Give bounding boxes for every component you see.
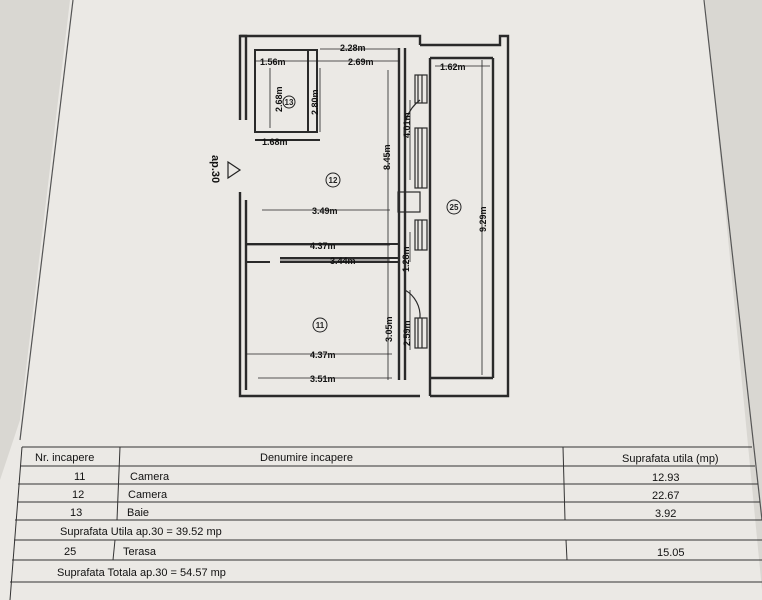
- apartment-label: ap.30: [209, 155, 221, 183]
- dim-9-29: 9.29m: [478, 206, 488, 232]
- dim-8-45: 8.45m: [382, 144, 392, 170]
- dim-1-28: 1.28m: [401, 246, 411, 272]
- usable-area-subtotal: Suprafata Utila ap.30 = 39.52 mp: [60, 526, 222, 538]
- dim-3-44: 3.44m: [330, 256, 356, 266]
- row-11-number: 11: [74, 471, 85, 483]
- dim-3-05: 3.05m: [384, 316, 394, 342]
- dim-2-59: 2.59m: [402, 320, 412, 346]
- dim-2-68: 2.68m: [274, 86, 284, 112]
- row-13-area: 3.92: [655, 508, 676, 520]
- dim-4-37-top: 4.37m: [310, 241, 336, 251]
- dim-2-69: 2.69m: [348, 57, 374, 67]
- header-room-number: Nr. incapere: [35, 452, 94, 464]
- room-25-marker: [446, 199, 462, 215]
- room-13-marker: [282, 95, 296, 109]
- room-11-number: 11: [316, 321, 325, 330]
- row-12-area: 22.67: [652, 490, 680, 502]
- dim-4-37-bottom: 4.37m: [310, 350, 336, 360]
- dim-2-28: 2.28m: [340, 43, 366, 53]
- room-11-marker: [312, 317, 328, 333]
- dim-3-49: 3.49m: [312, 206, 338, 216]
- total-area: Suprafata Totala ap.30 = 54.57 mp: [57, 567, 226, 579]
- dimension-lines: [246, 48, 490, 380]
- dim-2-80: 2.80m: [310, 89, 320, 115]
- row-12-number: 12: [72, 489, 84, 501]
- row-13-number: 13: [70, 507, 82, 519]
- row-11-area: 12.93: [652, 472, 680, 484]
- row-25-number: 25: [64, 546, 76, 558]
- room-partition: [246, 243, 400, 263]
- window-symbols: [397, 74, 428, 349]
- row-11-name: Camera: [130, 471, 170, 483]
- plan-walls: [238, 34, 510, 398]
- room-25-number: 25: [450, 203, 459, 212]
- row-13-name: Baie: [127, 507, 149, 519]
- room-12-marker: [325, 172, 341, 188]
- sheet-border-left: [19, 0, 74, 441]
- row-25-area: 15.05: [657, 547, 685, 559]
- dim-1-62: 1.62m: [440, 62, 466, 72]
- dim-4-01: 4.01m: [402, 112, 412, 138]
- room-12-number: 12: [329, 176, 338, 185]
- row-25-name: Terasa: [123, 546, 157, 558]
- room-13-number: 13: [285, 98, 294, 107]
- area-table-grid: [9, 446, 762, 600]
- dim-1-68: 1.68m: [262, 137, 288, 147]
- dim-1-56: 1.56m: [260, 57, 286, 67]
- entrance-arrow-icon: [227, 160, 242, 180]
- header-usable-area: Suprafata utila (mp): [622, 453, 719, 465]
- row-12-name: Camera: [128, 489, 168, 501]
- sheet-border-right: [703, 0, 762, 521]
- dim-3-51: 3.51m: [310, 374, 336, 384]
- header-room-name: Denumire incapere: [260, 452, 353, 464]
